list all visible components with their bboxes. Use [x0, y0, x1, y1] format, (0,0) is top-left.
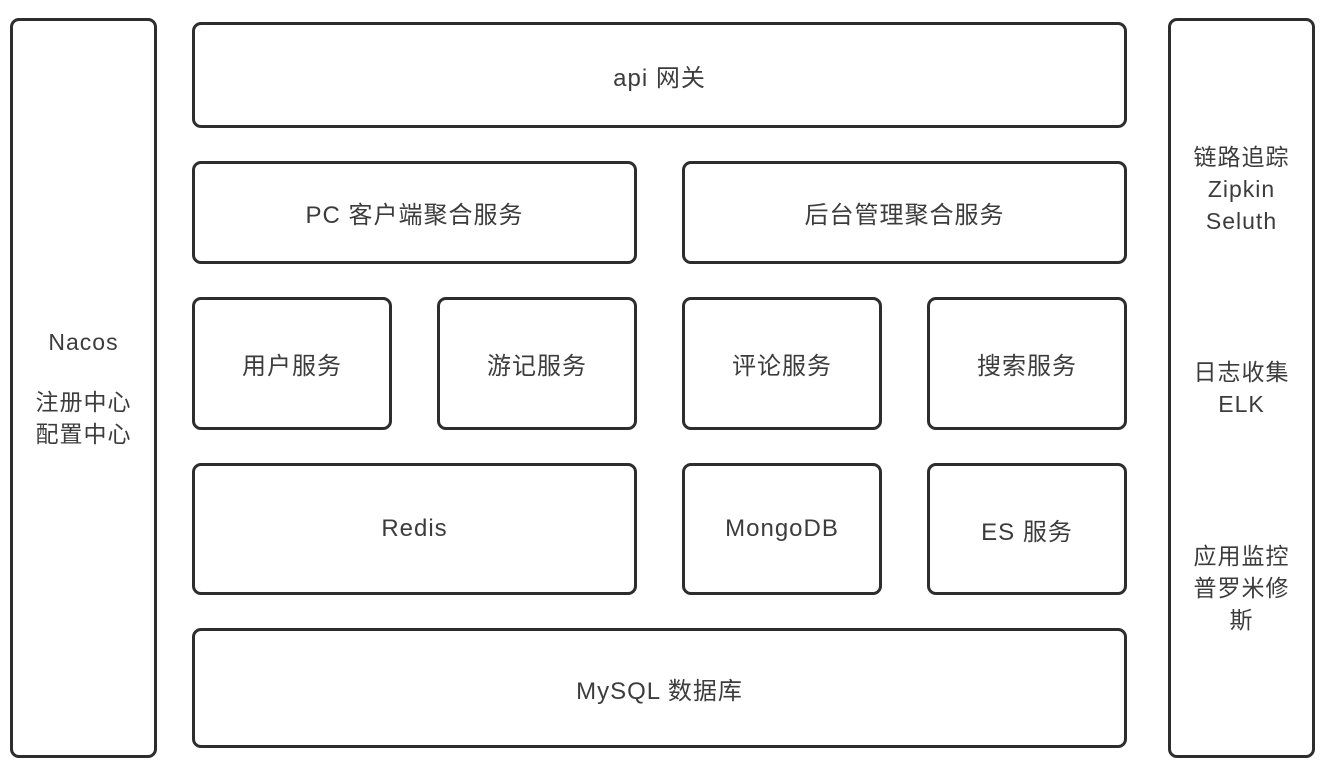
admin-aggregation-box: 后台管理聚合服务	[682, 161, 1127, 264]
user-service-label: 用户服务	[242, 353, 342, 380]
logging-group: 日志收集 ELK	[1194, 356, 1290, 420]
elk-label: ELK	[1218, 391, 1265, 417]
prometheus-label-line1: 普罗米修	[1193, 574, 1290, 601]
travel-notes-service-box: 游记服务	[437, 297, 637, 430]
comment-service-box: 评论服务	[682, 297, 882, 430]
main-service-grid: api 网关 PC 客户端聚合服务 后台管理聚合服务 用户服务 游记服务 评论服…	[192, 22, 1127, 748]
monitoring-group: 应用监控 普罗米修 斯	[1194, 540, 1290, 636]
app-monitoring-label: 应用监控	[1193, 542, 1290, 569]
user-service-box: 用户服务	[192, 297, 392, 430]
nacos-panel: Nacos 注册中心 配置中心	[10, 18, 157, 758]
config-center-label: 配置中心	[35, 421, 132, 447]
nacos-roles: 注册中心 配置中心	[36, 386, 132, 450]
redis-box: Redis	[192, 463, 637, 595]
admin-aggregation-label: 后台管理聚合服务	[804, 202, 1005, 229]
pc-client-aggregation-label: PC 客户端聚合服务	[305, 202, 524, 229]
sleuth-label: Seluth	[1205, 207, 1278, 234]
es-service-box: ES 服务	[927, 463, 1127, 595]
tracing-group: 链路追踪 Zipkin Seluth	[1194, 141, 1290, 237]
nacos-title: Nacos	[48, 326, 118, 358]
tracing-label: 链路追踪	[1193, 143, 1290, 170]
mongodb-box: MongoDB	[682, 463, 882, 595]
nacos-label: Nacos	[48, 329, 119, 355]
mongodb-label: MongoDB	[725, 515, 839, 542]
es-service-label: ES 服务	[981, 518, 1073, 546]
comment-service-label: 评论服务	[732, 353, 832, 380]
api-gateway-box: api 网关	[192, 22, 1127, 128]
mysql-database-label: MySQL 数据库	[576, 677, 743, 705]
registry-center-label: 注册中心	[35, 389, 132, 415]
pc-client-aggregation-box: PC 客户端聚合服务	[192, 161, 637, 264]
search-service-label: 搜索服务	[977, 353, 1077, 380]
log-collection-label: 日志收集	[1193, 359, 1290, 385]
travel-notes-service-label: 游记服务	[487, 353, 587, 380]
observability-panel: 链路追踪 Zipkin Seluth 日志收集 ELK 应用监控 普罗米修 斯	[1168, 18, 1315, 758]
search-service-box: 搜索服务	[927, 297, 1127, 430]
prometheus-label-line2: 斯	[1229, 606, 1254, 633]
zipkin-label: Zipkin	[1207, 175, 1276, 202]
redis-label: Redis	[381, 515, 448, 542]
api-gateway-label: api 网关	[613, 64, 706, 92]
mysql-database-box: MySQL 数据库	[192, 628, 1127, 748]
